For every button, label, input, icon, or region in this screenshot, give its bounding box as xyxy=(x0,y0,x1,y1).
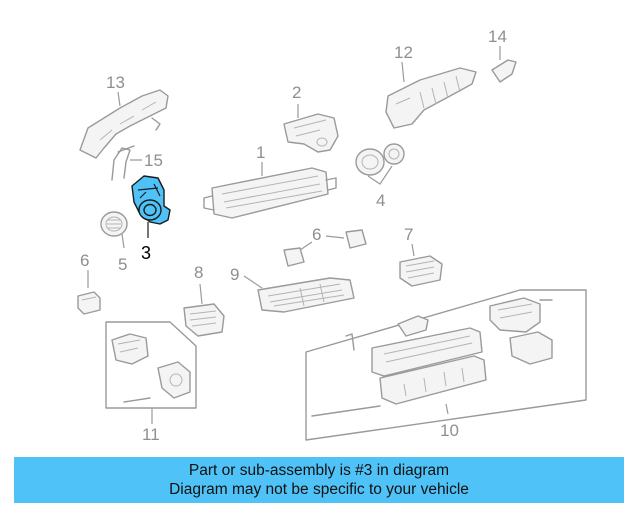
part-2-bracket xyxy=(283,113,339,153)
banner-line-2: Diagram may not be specific to your vehi… xyxy=(169,481,469,498)
callout-13: 13 xyxy=(106,73,125,92)
part-14-clip xyxy=(491,59,517,83)
part-9-vent-panel xyxy=(257,277,355,313)
callout-4: 4 xyxy=(376,191,385,210)
callout-5: 5 xyxy=(118,255,127,274)
callout-11: 11 xyxy=(142,425,160,444)
parts-diagram: 13 15 3 5 6 8 9 1 xyxy=(77,27,587,444)
part-13-duct xyxy=(79,89,169,159)
part-5-vent xyxy=(100,211,128,237)
part-10-group xyxy=(305,289,587,441)
callout-1: 1 xyxy=(256,143,265,162)
callout-7: 7 xyxy=(404,225,413,244)
part-8-vent xyxy=(183,303,225,337)
banner-line-1: Part or sub-assembly is #3 in diagram xyxy=(188,462,450,479)
part-12-duct xyxy=(385,67,477,129)
callout-9: 9 xyxy=(230,265,239,284)
callout-15: 15 xyxy=(144,151,163,170)
callout-3: 3 xyxy=(141,243,151,263)
part-3-highlighted xyxy=(131,175,171,225)
callout-6-left: 6 xyxy=(80,251,89,270)
callout-12: 12 xyxy=(394,43,413,62)
part-11-group xyxy=(105,321,197,409)
callout-6-center: 6 xyxy=(312,225,321,244)
part-7-vent xyxy=(399,255,443,287)
part-6-clips xyxy=(283,229,367,267)
part-15-clip xyxy=(111,145,135,181)
part-4-round-vents xyxy=(355,143,405,176)
callout-10: 10 xyxy=(440,421,459,440)
part-1-center-vent xyxy=(203,167,337,219)
callout-8: 8 xyxy=(194,263,203,282)
callout-14: 14 xyxy=(488,27,507,46)
info-banner: Part or sub-assembly is #3 in diagram Di… xyxy=(14,457,624,503)
part-6-left xyxy=(77,291,101,315)
callout-2: 2 xyxy=(292,83,301,102)
